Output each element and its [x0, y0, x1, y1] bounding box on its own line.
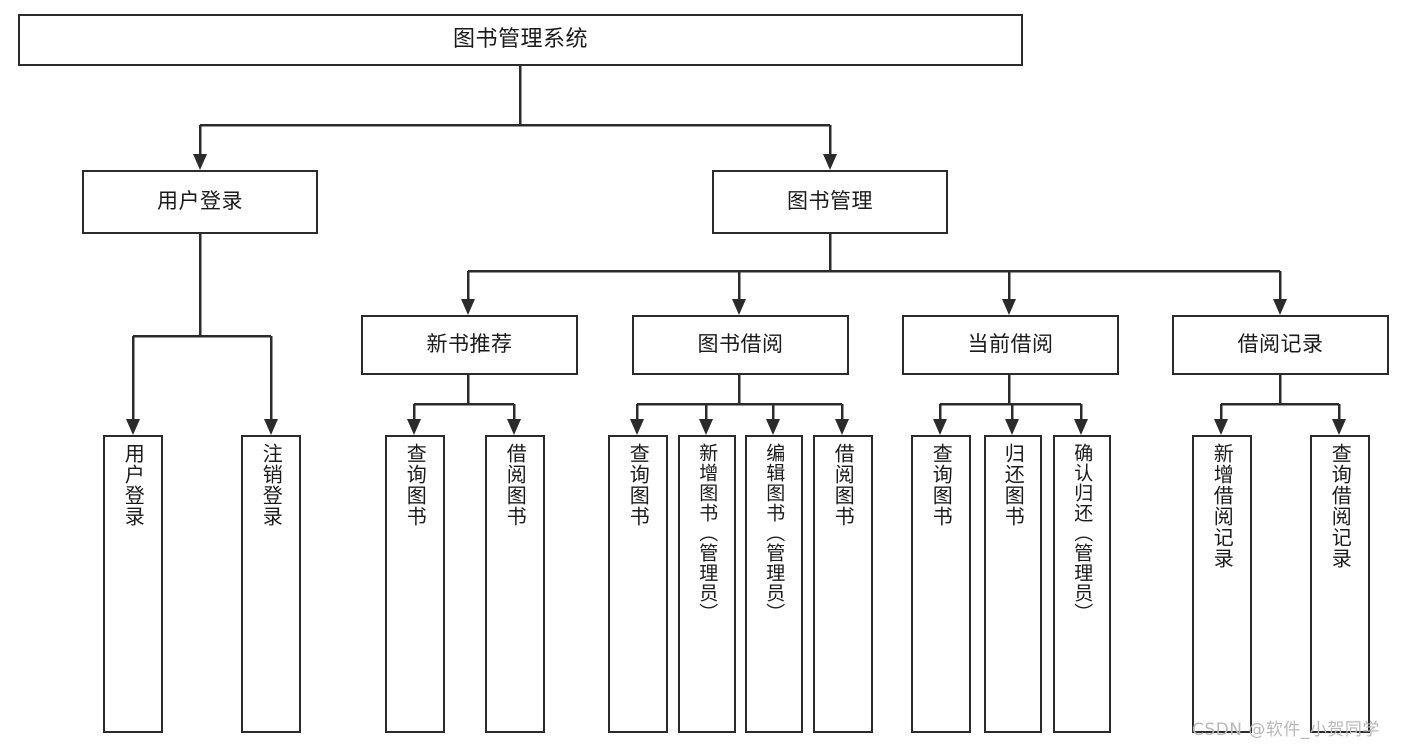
node-leaf-add-record[interactable]: 新增借阅记录 [1192, 435, 1252, 733]
node-label: 用户登录 [157, 189, 243, 214]
node-label: 归还图书 [1001, 443, 1026, 527]
arrow-head-icon [407, 419, 421, 435]
arrow-head-icon [1273, 299, 1287, 315]
watermark-label: CSDN @软件_小贺同学 [1192, 720, 1380, 740]
node-leaf-borrow-book-1[interactable]: 借阅图书 [485, 435, 545, 733]
node-book-manage[interactable]: 图书管理 [712, 170, 948, 234]
arrow-head-icon [732, 299, 746, 315]
node-label: 注销登录 [259, 443, 284, 527]
node-label: 借阅图书 [831, 443, 856, 527]
node-label: 查询图书 [403, 443, 428, 527]
arrow-head-icon [630, 419, 644, 435]
node-borrow-record[interactable]: 借阅记录 [1172, 315, 1389, 375]
node-leaf-query-book-1[interactable]: 查询图书 [385, 435, 445, 733]
node-label: 编辑图书（管理员） [763, 443, 786, 623]
arrow-head-icon [835, 419, 849, 435]
node-label: 新增图书（管理员） [696, 443, 719, 623]
node-label: 用户登录 [121, 443, 146, 527]
arrow-head-icon [823, 154, 837, 170]
node-leaf-logout[interactable]: 注销登录 [241, 435, 301, 733]
node-leaf-add-book[interactable]: 新增图书（管理员） [678, 435, 736, 733]
node-leaf-return-book[interactable]: 归还图书 [984, 435, 1042, 733]
arrow-head-icon [699, 419, 713, 435]
node-label: 查询图书 [929, 443, 954, 527]
node-label: 当前借阅 [967, 332, 1054, 357]
arrow-head-icon [461, 299, 475, 315]
node-label: 查询图书 [626, 443, 651, 527]
node-root-图书管理系统[interactable]: 图书管理系统 [18, 14, 1023, 66]
node-label: 新增借阅记录 [1210, 443, 1235, 569]
arrow-head-icon [1332, 419, 1346, 435]
arrow-head-icon [1002, 299, 1016, 315]
arrow-head-icon [1074, 419, 1088, 435]
arrow-head-icon [126, 419, 140, 435]
node-label: 图书管理系统 [452, 26, 588, 52]
arrow-head-icon [766, 419, 780, 435]
node-label: 借阅记录 [1237, 332, 1324, 357]
node-label: 图书借阅 [697, 332, 784, 357]
node-label: 图书管理 [787, 189, 873, 214]
node-leaf-edit-book[interactable]: 编辑图书（管理员） [745, 435, 803, 733]
node-label: 确认归还（管理员） [1071, 443, 1094, 623]
arrow-head-icon [507, 419, 521, 435]
arrow-head-icon [933, 419, 947, 435]
node-label: 查询借阅记录 [1328, 443, 1353, 569]
arrow-head-icon [264, 419, 278, 435]
node-current-borrow[interactable]: 当前借阅 [902, 315, 1119, 375]
arrow-head-icon [1214, 419, 1228, 435]
node-leaf-confirm-return[interactable]: 确认归还（管理员） [1053, 435, 1111, 733]
node-book-borrow[interactable]: 图书借阅 [632, 315, 849, 375]
node-new-book-recommend[interactable]: 新书推荐 [361, 315, 578, 375]
node-leaf-user-login[interactable]: 用户登录 [103, 435, 163, 733]
node-user-login[interactable]: 用户登录 [82, 170, 318, 234]
node-leaf-query-book-2[interactable]: 查询图书 [608, 435, 668, 733]
node-leaf-query-book-3[interactable]: 查询图书 [911, 435, 971, 733]
node-leaf-borrow-book-2[interactable]: 借阅图书 [813, 435, 873, 733]
node-leaf-query-record[interactable]: 查询借阅记录 [1310, 435, 1370, 733]
node-label: 新书推荐 [426, 332, 513, 357]
arrow-head-icon [193, 154, 207, 170]
arrow-head-icon [1005, 419, 1019, 435]
node-label: 借阅图书 [503, 443, 528, 527]
